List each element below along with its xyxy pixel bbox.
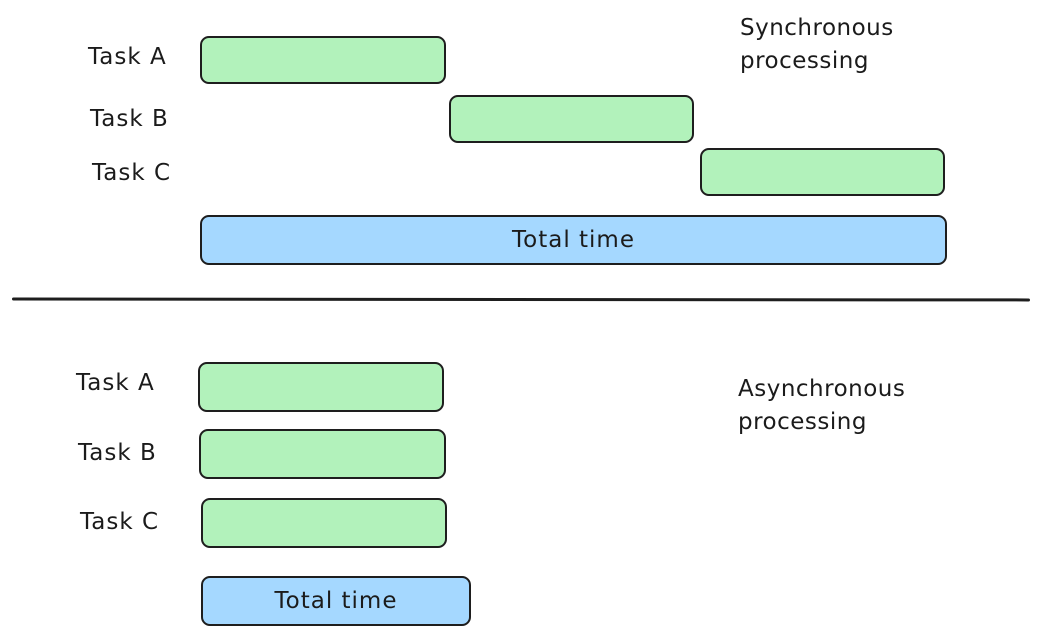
async-task-b-bar	[199, 429, 446, 479]
async-caption-line1: Asynchronous	[738, 376, 906, 402]
async-task-c-bar	[201, 498, 447, 548]
sync-caption: Synchronous processing	[740, 12, 894, 78]
sync-caption-line2: processing	[740, 48, 869, 74]
async-total-time-label: Total time	[274, 587, 398, 614]
sync-total-time-label: Total time	[512, 226, 635, 253]
async-task-a-bar	[198, 362, 444, 412]
async-task-a-label: Task A	[76, 370, 155, 396]
section-divider	[11, 297, 1031, 302]
sync-caption-line1: Synchronous	[740, 15, 894, 41]
sync-task-c-bar	[700, 148, 945, 196]
async-caption: Asynchronous processing	[738, 373, 905, 439]
async-task-b-label: Task B	[78, 440, 157, 466]
sync-task-a-bar	[200, 36, 446, 84]
sync-task-a-label: Task A	[88, 44, 167, 70]
async-caption-line2: processing	[738, 409, 867, 435]
sync-total-time-bar: Total time	[200, 215, 947, 265]
async-total-time-bar: Total time	[201, 576, 471, 626]
async-task-c-label: Task C	[80, 509, 160, 535]
sync-task-b-bar	[449, 95, 694, 143]
sync-task-b-label: Task B	[90, 106, 169, 132]
sync-task-c-label: Task C	[92, 160, 172, 186]
